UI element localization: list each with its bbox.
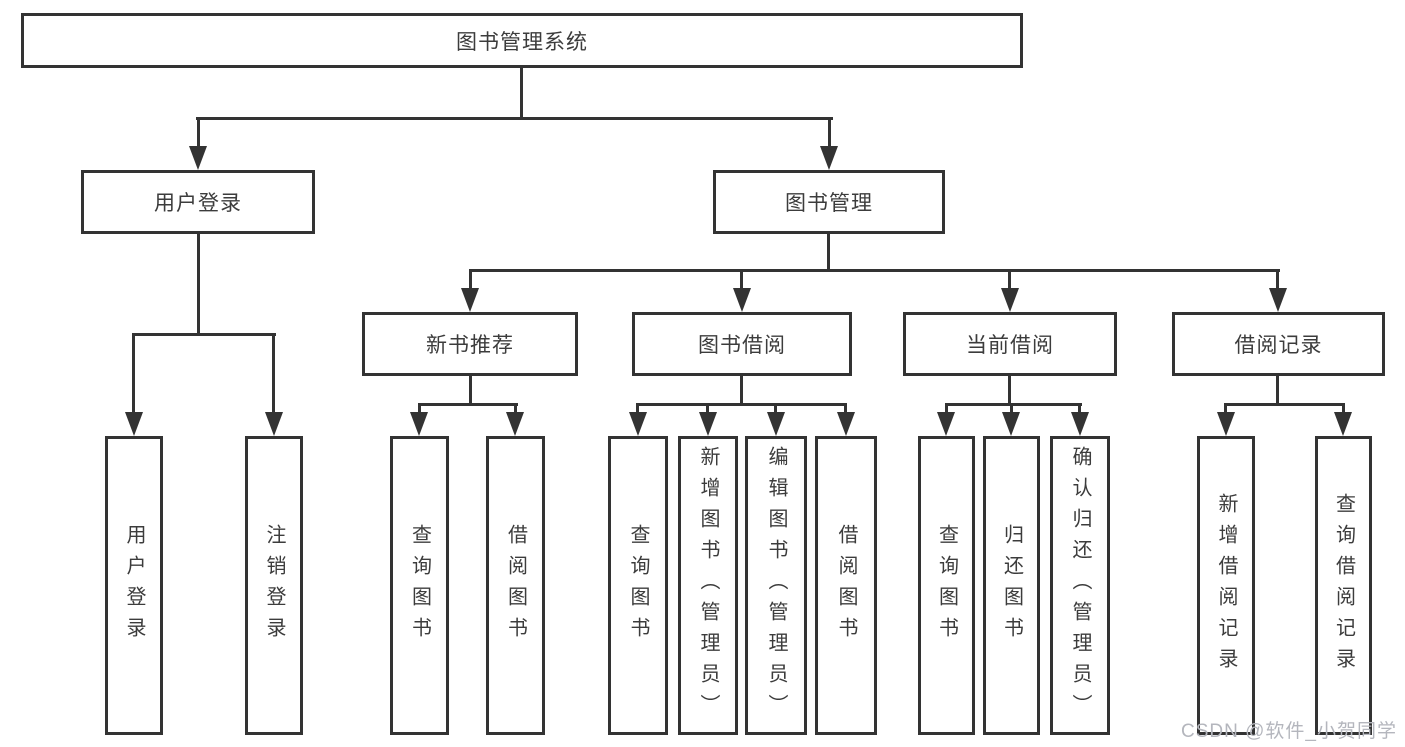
leaf-borrow-query-books: 查询图书	[608, 436, 668, 735]
leaf-current-confirm-return-admin-label: 确认归还（管理员）	[1069, 446, 1091, 725]
connector-segment	[418, 403, 421, 414]
arrow-down-icon	[506, 412, 524, 436]
connector-segment	[132, 333, 276, 336]
arrow-down-icon	[265, 412, 283, 436]
connector-segment	[1008, 376, 1011, 406]
leaf-borrow-borrow-books: 借阅图书	[815, 436, 877, 735]
leaf-logout: 注销登录	[245, 436, 303, 735]
connector-segment	[1342, 403, 1345, 414]
connector-segment	[272, 333, 275, 414]
arrow-down-icon	[125, 412, 143, 436]
connector-segment	[514, 403, 517, 414]
connector-segment	[1078, 403, 1081, 414]
leaf-borrow-add-books-admin-label: 新增图书（管理员）	[697, 446, 719, 725]
node-book-management-label: 图书管理	[785, 192, 873, 215]
leaf-current-return-books: 归还图书	[983, 436, 1040, 735]
leaf-records-add-record-label: 新增借阅记录	[1215, 492, 1237, 679]
leaf-borrow-borrow-books-label: 借阅图书	[835, 523, 857, 648]
node-root: 图书管理系统	[21, 13, 1023, 68]
node-book-borrow: 图书借阅	[632, 312, 852, 376]
leaf-user-login: 用户登录	[105, 436, 163, 735]
leaf-borrow-add-books-admin: 新增图书（管理员）	[678, 436, 738, 735]
connector-segment	[469, 269, 1280, 272]
connector-segment	[197, 117, 200, 148]
arrow-down-icon	[1334, 412, 1352, 436]
leaf-current-return-books-label: 归还图书	[1000, 523, 1023, 648]
arrow-down-icon	[1269, 288, 1287, 312]
connector-segment	[740, 269, 743, 290]
node-current-borrow-label: 当前借阅	[966, 334, 1054, 357]
connector-segment	[740, 376, 743, 406]
arrow-down-icon	[733, 288, 751, 312]
connector-segment	[1224, 403, 1227, 414]
leaf-user-login-label: 用户登录	[123, 523, 145, 648]
connector-segment	[945, 403, 1082, 406]
node-borrow-records-label: 借阅记录	[1234, 334, 1323, 357]
connector-segment	[197, 233, 200, 335]
arrow-down-icon	[461, 288, 479, 312]
arrow-down-icon	[1001, 288, 1019, 312]
connector-segment	[418, 403, 518, 406]
arrow-down-icon	[699, 412, 717, 436]
leaf-current-query-books: 查询图书	[918, 436, 975, 735]
arrow-down-icon	[1002, 412, 1020, 436]
arrow-down-icon	[837, 412, 855, 436]
leaf-current-query-books-label: 查询图书	[935, 523, 958, 648]
arrow-down-icon	[937, 412, 955, 436]
arrow-down-icon	[1071, 412, 1089, 436]
leaf-newbook-borrow-books-label: 借阅图书	[504, 523, 527, 648]
connector-segment	[196, 117, 833, 120]
connector-segment	[636, 403, 639, 414]
node-current-borrow: 当前借阅	[903, 312, 1117, 376]
connector-segment	[1276, 269, 1279, 290]
leaf-newbook-query-books: 查询图书	[390, 436, 449, 735]
node-user-login: 用户登录	[81, 170, 315, 234]
node-new-book-recommend: 新书推荐	[362, 312, 578, 376]
arrow-down-icon	[767, 412, 785, 436]
node-root-label: 图书管理系统	[456, 30, 588, 54]
leaf-newbook-borrow-books: 借阅图书	[486, 436, 545, 735]
connector-segment	[774, 403, 777, 414]
leaf-borrow-edit-books-admin-label: 编辑图书（管理员）	[765, 446, 787, 725]
connector-segment	[469, 269, 472, 290]
leaf-borrow-edit-books-admin: 编辑图书（管理员）	[745, 436, 807, 735]
connector-segment	[828, 117, 831, 148]
leaf-records-add-record: 新增借阅记录	[1197, 436, 1255, 735]
connector-segment	[520, 68, 523, 120]
connector-segment	[1008, 269, 1011, 290]
leaf-borrow-query-books-label: 查询图书	[627, 523, 649, 648]
node-book-management: 图书管理	[713, 170, 945, 234]
leaf-current-confirm-return-admin: 确认归还（管理员）	[1050, 436, 1110, 735]
connector-segment	[636, 403, 847, 406]
leaf-newbook-query-books-label: 查询图书	[408, 523, 431, 648]
connector-segment	[469, 376, 472, 406]
arrow-down-icon	[820, 146, 838, 170]
connector-segment	[706, 403, 709, 414]
arrow-down-icon	[1217, 412, 1235, 436]
connector-segment	[132, 333, 135, 414]
connector-segment	[1224, 403, 1345, 406]
leaf-logout-label: 注销登录	[263, 523, 285, 648]
connector-segment	[1276, 376, 1279, 406]
arrow-down-icon	[189, 146, 207, 170]
connector-segment	[945, 403, 948, 414]
node-new-book-recommend-label: 新书推荐	[426, 334, 514, 357]
arrow-down-icon	[410, 412, 428, 436]
node-user-login-label: 用户登录	[154, 192, 242, 215]
leaf-records-query-record-label: 查询借阅记录	[1332, 492, 1355, 679]
connector-segment	[827, 233, 830, 272]
connector-segment	[844, 403, 847, 414]
arrow-down-icon	[629, 412, 647, 436]
csdn-watermark: CSDN @软件_小贺同学	[1181, 721, 1397, 742]
connector-segment	[1010, 403, 1013, 414]
node-borrow-records: 借阅记录	[1172, 312, 1385, 376]
leaf-records-query-record: 查询借阅记录	[1315, 436, 1372, 735]
node-book-borrow-label: 图书借阅	[698, 334, 786, 357]
